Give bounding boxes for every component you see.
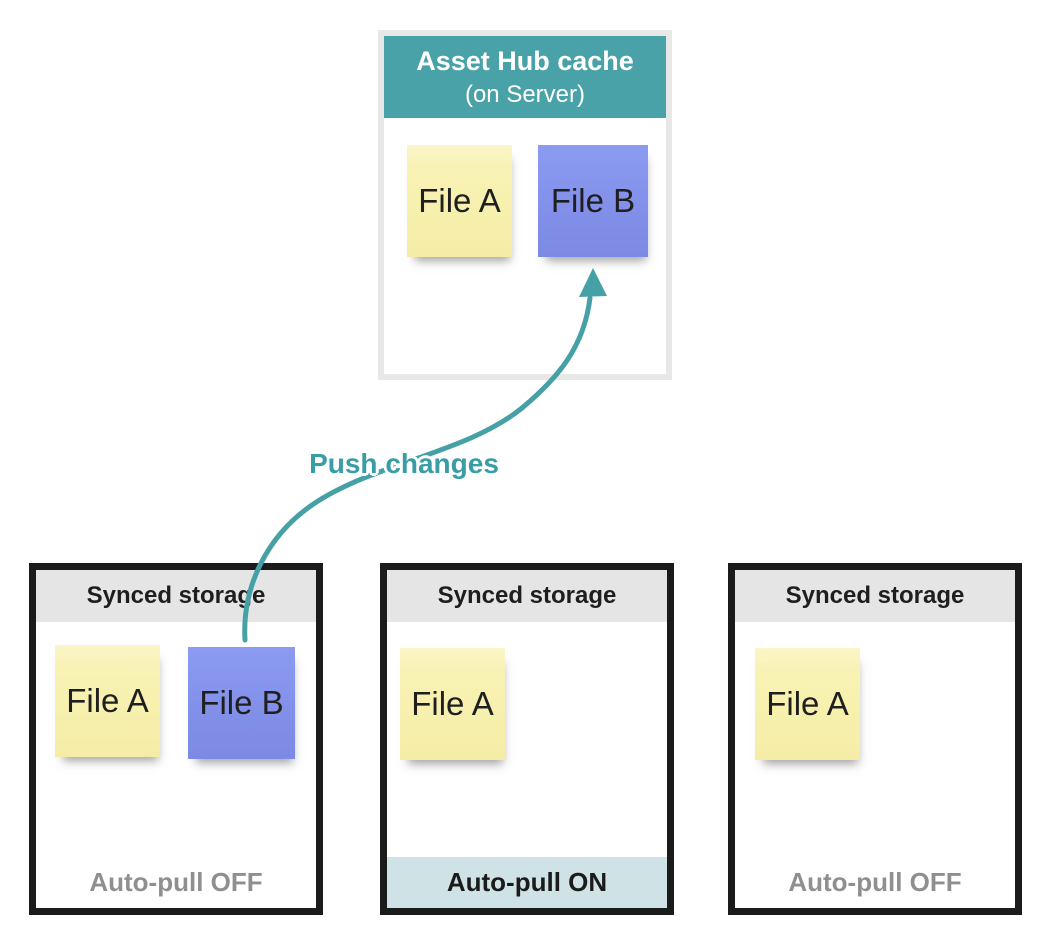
storage-middle-file-note-a: File A [400, 648, 505, 760]
asset-hub-cache-subtitle: (on Server) [464, 80, 586, 108]
storage-left-file-note-a: File A [55, 645, 160, 757]
asset-hub-cache-header: Asset Hub cache (on Server) [384, 36, 666, 118]
storage-middle-title: Synced storage [437, 582, 617, 609]
push-changes-label: Push changes [309, 448, 499, 479]
storage-box-right: Synced storage File A Auto-pull OFF [728, 563, 1022, 915]
storage-left-header: Synced storage [36, 570, 316, 622]
asset-hub-cache-title: Asset Hub cache [416, 45, 634, 76]
hub-file-note-a-label: File A [418, 182, 501, 219]
hub-file-note-b-label: File B [550, 182, 636, 219]
storage-middle-file-note-a-label: File A [411, 685, 494, 722]
storage-left-file-note-a-label: File A [66, 682, 149, 719]
storage-right-title: Synced storage [785, 582, 965, 609]
asset-hub-cache-box: Asset Hub cache (on Server) File A File … [378, 30, 672, 380]
hub-file-note-b: File B [538, 145, 648, 257]
storage-box-middle: Synced storage File A Auto-pull ON [380, 563, 674, 915]
storage-right-file-note-a-label: File A [766, 685, 849, 722]
storage-left-autopull-status: Auto-pull OFF [89, 867, 263, 897]
storage-left-title: Synced storage [86, 582, 266, 609]
storage-middle-header: Synced storage [387, 570, 667, 622]
storage-right-header: Synced storage [735, 570, 1015, 622]
storage-left-file-note-b-label: File B [199, 684, 284, 721]
storage-left-file-note-b: File B [188, 647, 295, 759]
storage-middle-autopull-status: Auto-pull ON [387, 857, 667, 908]
storage-right-file-note-a: File A [755, 648, 860, 760]
hub-file-note-a: File A [407, 145, 512, 257]
storage-right-autopull-status: Auto-pull OFF [788, 867, 962, 897]
storage-box-left: Synced storage File A File B Auto-pull O… [29, 563, 323, 915]
